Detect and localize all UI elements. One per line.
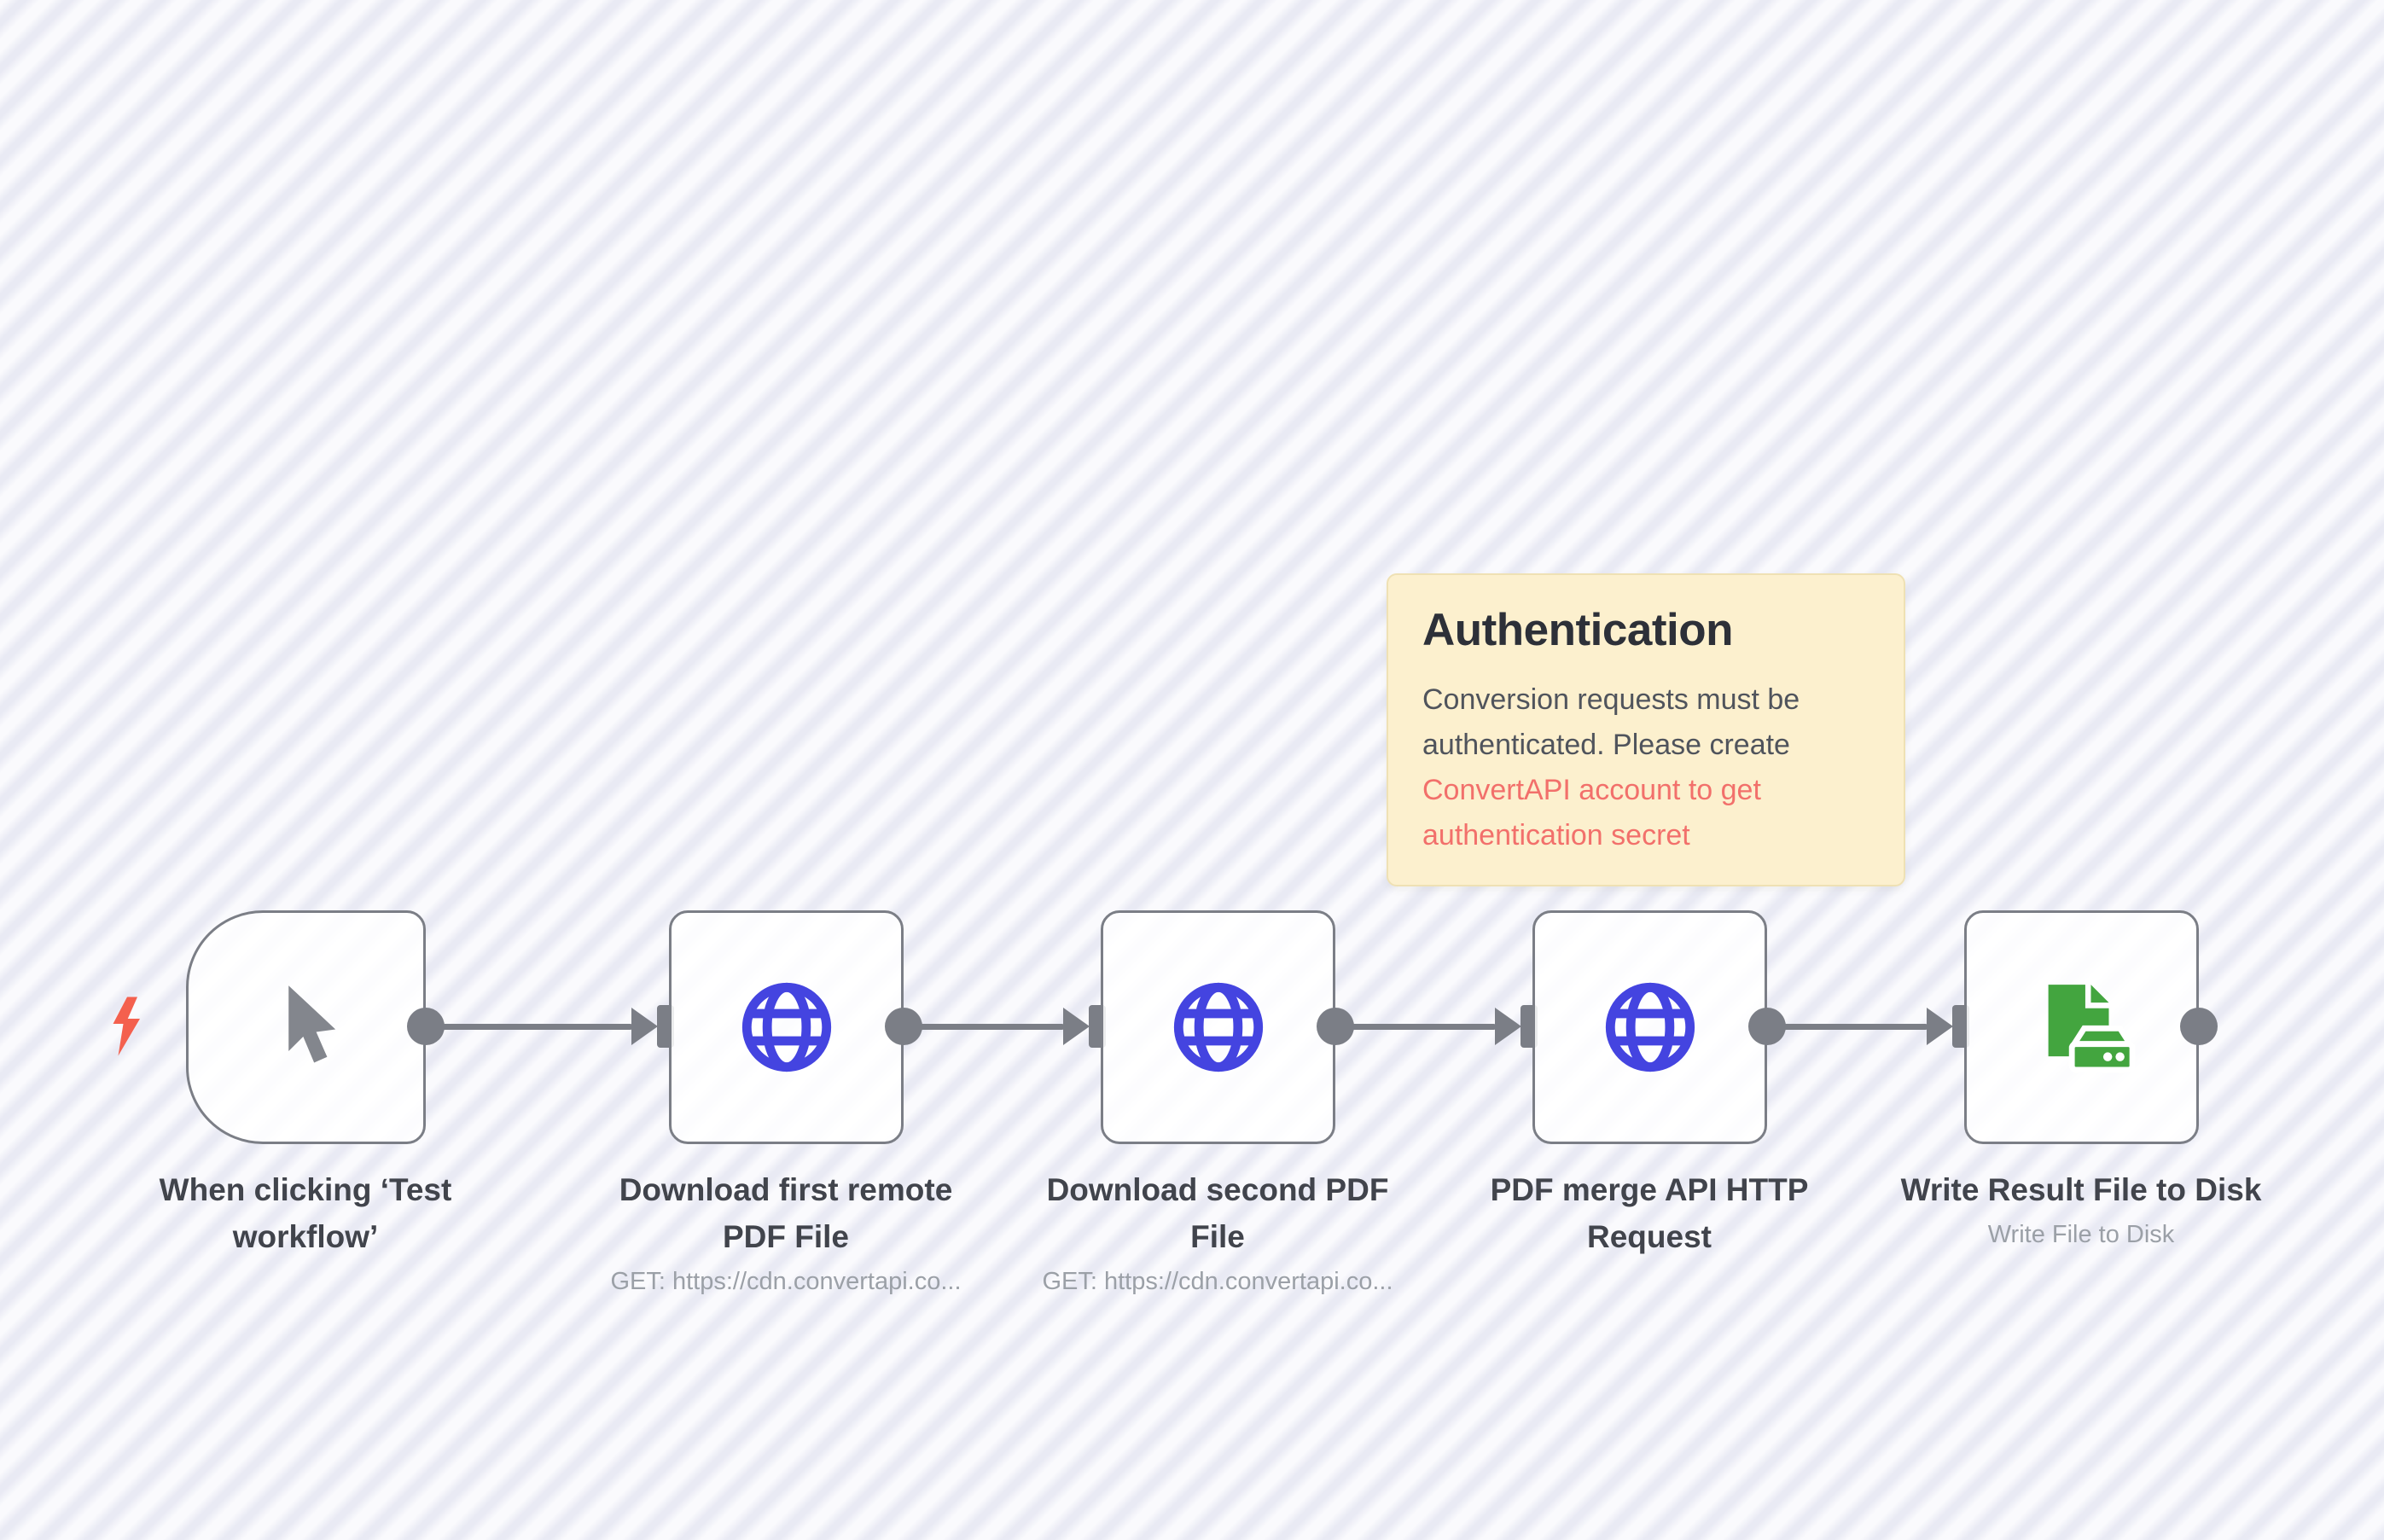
globe-icon — [1173, 982, 1263, 1072]
sticky-note-body: Conversion requests must be authenticate… — [1422, 683, 1800, 761]
node-label-download-second-pdf: Download second PDF File GET: https://cd… — [996, 1166, 1439, 1297]
node-label-manual-trigger: When clicking ‘Test workflow’ — [84, 1166, 527, 1260]
node-title: File — [1190, 1219, 1245, 1254]
globe-icon — [741, 982, 831, 1072]
globe-icon — [1605, 982, 1695, 1072]
input-arrow-icon — [1927, 1008, 1953, 1045]
output-port[interactable] — [2180, 1008, 2218, 1045]
cursor-icon — [288, 985, 335, 1063]
input-arrow-icon — [1063, 1008, 1090, 1045]
node-title: Download second PDF — [1046, 1172, 1389, 1207]
node-subtitle: GET: https://cdn.convertapi.co... — [1042, 1268, 1393, 1295]
node-write-result-file[interactable] — [1964, 910, 2199, 1144]
connection-wire[interactable] — [426, 1024, 633, 1030]
input-arrow-icon — [1495, 1008, 1521, 1045]
node-title: PDF File — [722, 1219, 850, 1254]
node-label-pdf-merge-api: PDF merge API HTTP Request — [1427, 1166, 1871, 1260]
node-download-second-pdf[interactable] — [1101, 910, 1335, 1144]
connection-wire[interactable] — [904, 1024, 1065, 1030]
sticky-note-link-clipped[interactable]: authentication secret — [1422, 819, 1690, 851]
sticky-note[interactable]: Authentication Conversion requests must … — [1387, 573, 1905, 886]
output-port[interactable] — [1748, 1008, 1786, 1045]
node-title: Request — [1587, 1219, 1712, 1254]
node-title: Write Result File to Disk — [1900, 1172, 2262, 1207]
node-title: Download first remote — [619, 1172, 953, 1207]
node-pdf-merge-api[interactable] — [1532, 910, 1767, 1144]
node-manual-trigger[interactable] — [186, 910, 426, 1144]
node-title: workflow’ — [232, 1219, 379, 1254]
sticky-note-link[interactable]: ConvertAPI account to get — [1422, 774, 1761, 806]
node-label-write-result-file: Write Result File to Disk Write File to … — [1859, 1166, 2303, 1250]
output-port[interactable] — [407, 1008, 445, 1045]
node-title: When clicking ‘Test — [159, 1172, 452, 1207]
node-subtitle: Write File to Disk — [1987, 1221, 2175, 1248]
sticky-note-title: Authentication — [1422, 605, 1733, 655]
node-download-first-pdf[interactable] — [669, 910, 904, 1144]
node-label-download-first-pdf: Download first remote PDF File GET: http… — [564, 1166, 1008, 1297]
node-title: PDF merge API HTTP — [1490, 1172, 1809, 1207]
connection-wire[interactable] — [1767, 1024, 1928, 1030]
lightning-bolt-icon — [113, 997, 140, 1056]
output-port[interactable] — [1317, 1008, 1354, 1045]
output-port[interactable] — [885, 1008, 922, 1045]
node-subtitle: GET: https://cdn.convertapi.co... — [610, 1268, 962, 1295]
file-to-disk-icon — [2048, 985, 2136, 1073]
connection-wire[interactable] — [1335, 1024, 1497, 1030]
input-arrow-icon — [631, 1008, 658, 1045]
